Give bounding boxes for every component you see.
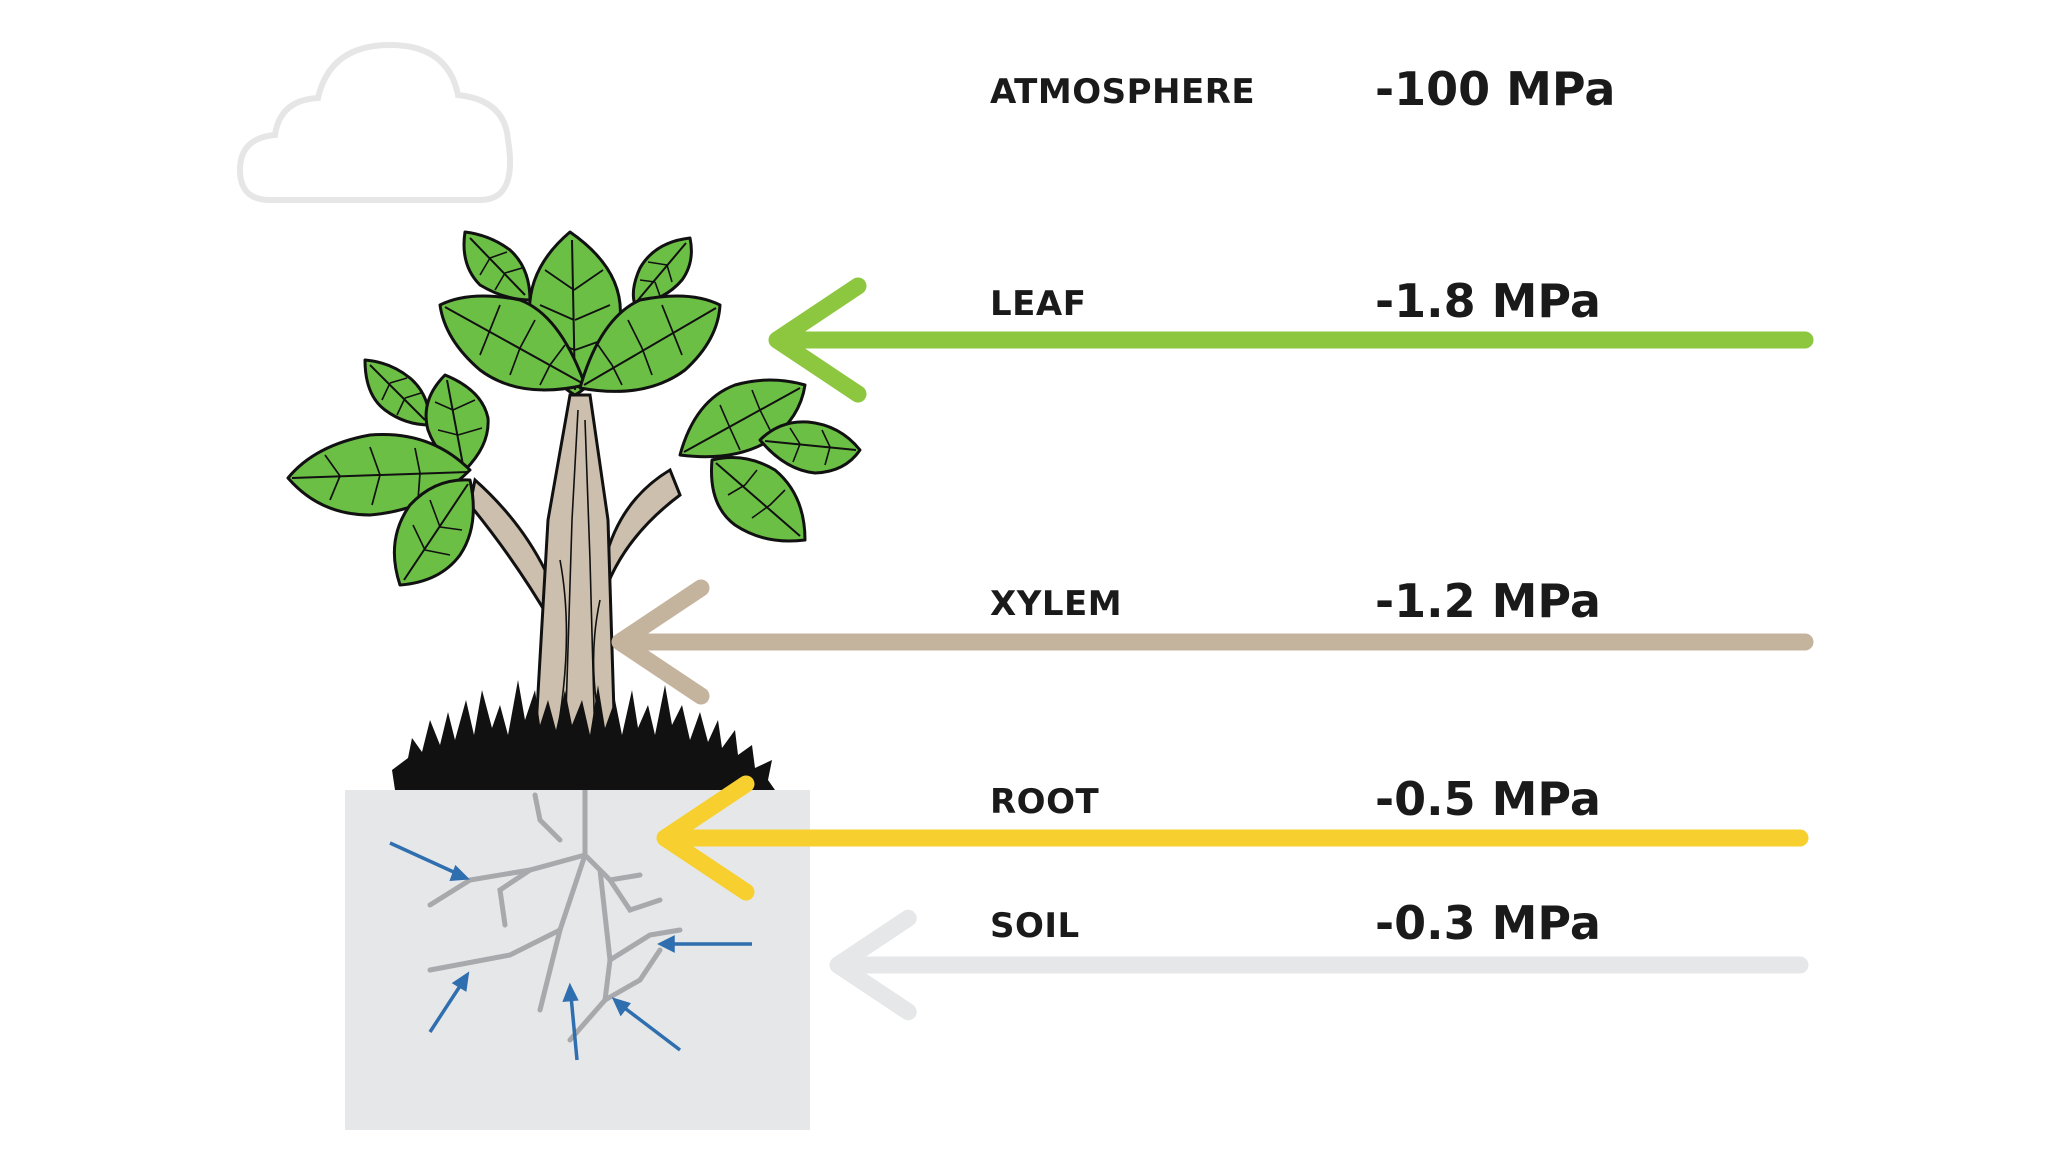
grass-icon bbox=[392, 680, 775, 790]
arrow-soil-shape bbox=[829, 909, 1809, 1021]
arrow-root-shape bbox=[656, 775, 1809, 901]
leaf bbox=[709, 456, 807, 543]
level-label-leaf: LEAF bbox=[990, 284, 1087, 324]
leaf bbox=[392, 478, 475, 587]
leaf bbox=[438, 294, 587, 392]
canopy bbox=[286, 230, 862, 587]
potential-arrows bbox=[611, 277, 1814, 1021]
arrow-xylem-shape bbox=[611, 579, 1814, 705]
leaf bbox=[758, 420, 862, 475]
level-label-root: ROOT bbox=[990, 782, 1100, 822]
level-value-soil: -0.3 MPa bbox=[1375, 896, 1601, 950]
tree-icon bbox=[286, 230, 862, 747]
water-inflow-arrows bbox=[389, 841, 752, 1061]
roots-icon bbox=[427, 787, 683, 1043]
leaf bbox=[462, 230, 532, 302]
arrow-root bbox=[656, 775, 1809, 901]
trunk bbox=[468, 393, 682, 747]
level-value-leaf: -1.8 MPa bbox=[1375, 274, 1601, 328]
soil-block bbox=[345, 790, 810, 1130]
cloud-icon bbox=[236, 41, 514, 203]
leaf bbox=[578, 294, 722, 393]
level-value-root: -0.5 MPa bbox=[1375, 772, 1601, 826]
arrow-soil bbox=[829, 909, 1809, 1021]
leaf bbox=[363, 358, 432, 427]
level-label-soil: SOIL bbox=[990, 906, 1080, 946]
arrow-leaf-shape bbox=[768, 277, 1814, 403]
level-label-atmosphere: ATMOSPHERE bbox=[990, 72, 1256, 112]
level-label-xylem: XYLEM bbox=[990, 584, 1123, 624]
arrow-xylem bbox=[611, 579, 1814, 705]
leaf bbox=[631, 236, 693, 307]
level-value-xylem: -1.2 MPa bbox=[1375, 574, 1601, 628]
level-value-atmosphere: -100 MPa bbox=[1375, 62, 1616, 116]
arrow-leaf bbox=[768, 277, 1814, 403]
